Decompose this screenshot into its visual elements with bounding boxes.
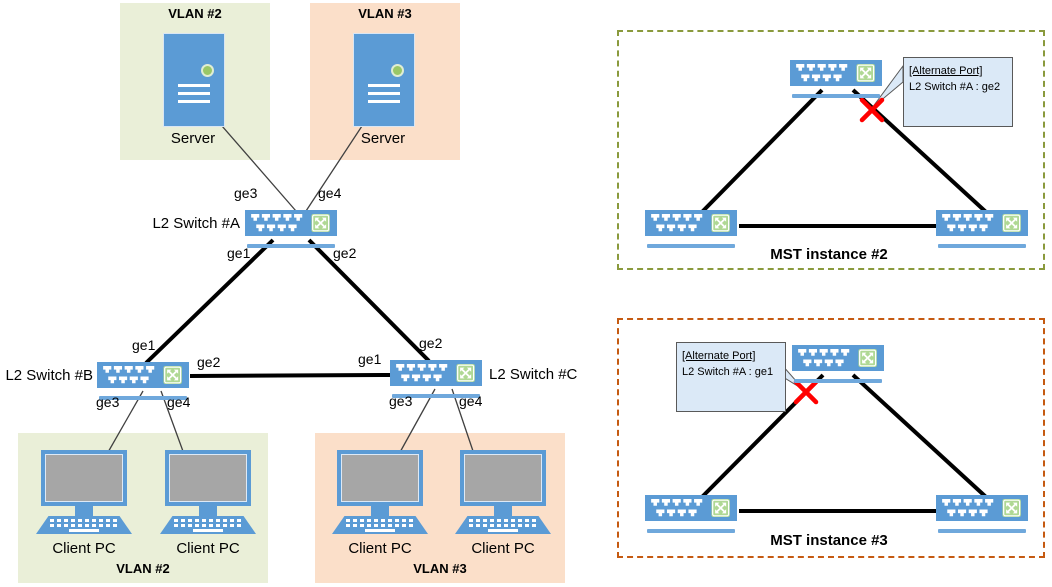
callout-title: [Alternate Port] — [682, 350, 756, 362]
mst3-right-switch-icon — [936, 495, 1028, 533]
server-led-icon — [201, 64, 214, 77]
switch-base — [646, 529, 736, 533]
switch-b-port-ge4: ge4 — [167, 394, 191, 410]
mst2-title: MST instance #2 — [770, 246, 888, 263]
switch-b-port-ge2: ge2 — [197, 354, 221, 370]
vlan3-bottom-title: VLAN #3 — [413, 561, 467, 576]
mst3-top-switch-icon — [792, 345, 884, 383]
monitor-stand — [75, 506, 93, 516]
keyboard-icon — [160, 516, 256, 534]
client-pc-vlan2-2: Client PC — [160, 450, 256, 557]
callout-title: [Alternate Port] — [909, 65, 983, 77]
l2-switch-c-icon — [390, 360, 482, 398]
switch-face-icon — [792, 345, 884, 371]
server-vent — [178, 92, 210, 95]
client-pc-vlan2-1: Client PC — [36, 450, 132, 557]
monitor-stand — [494, 506, 512, 516]
mst3-left-switch-icon — [645, 495, 737, 533]
l2-switch-b-icon — [97, 362, 189, 400]
client-pc-vlan3-2: Client PC — [455, 450, 551, 557]
vlan2-top-title: VLAN #2 — [168, 6, 222, 21]
switch-base — [937, 244, 1027, 248]
monitor-icon — [337, 450, 423, 506]
server-label: Server — [170, 130, 216, 147]
switch-b-label: L2 Switch #B — [5, 367, 93, 384]
monitor-screen — [169, 454, 247, 502]
server-vent — [178, 84, 210, 87]
switch-base — [391, 394, 481, 398]
alternate-port-callout-mst2: [Alternate Port] L2 Switch #A : ge2 — [903, 57, 1013, 127]
client-pc-vlan3-1: Client PC — [332, 450, 428, 557]
server-label: Server — [360, 130, 406, 147]
server-vent — [368, 84, 400, 87]
switch-a-port-ge1: ge1 — [227, 245, 251, 261]
l2-switch-a-icon — [245, 210, 337, 248]
mst3-title: MST instance #3 — [770, 532, 888, 549]
monitor-icon — [460, 450, 546, 506]
monitor-screen — [45, 454, 123, 502]
monitor-stand — [199, 506, 217, 516]
client-pc-label: Client PC — [348, 540, 412, 557]
client-pc-label: Client PC — [176, 540, 240, 557]
switch-face-icon — [645, 495, 737, 521]
callout-detail: L2 Switch #A : ge1 — [682, 365, 774, 378]
vlan2-bottom-title: VLAN #2 — [116, 561, 170, 576]
client-pc-label: Client PC — [52, 540, 116, 557]
switch-b-port-ge3: ge3 — [96, 394, 120, 410]
client-pc-label: Client PC — [471, 540, 535, 557]
vlan3-top-title: VLAN #3 — [358, 6, 412, 21]
server-vent — [368, 100, 400, 103]
callout-detail: L2 Switch #A : ge2 — [909, 80, 1001, 93]
switch-face-icon — [97, 362, 189, 388]
server-icon — [163, 33, 225, 127]
switch-face-icon — [936, 210, 1028, 236]
switch-face-icon — [245, 210, 337, 236]
server-icon — [353, 33, 415, 127]
switch-face-icon — [645, 210, 737, 236]
mst2-right-switch-icon — [936, 210, 1028, 248]
alternate-port-callout-mst3: [Alternate Port] L2 Switch #A : ge1 — [676, 342, 786, 412]
switch-a-port-ge4: ge4 — [318, 185, 342, 201]
server-vent — [368, 92, 400, 95]
keyboard-icon — [36, 516, 132, 534]
switch-base — [791, 94, 881, 98]
mst2-left-switch-icon — [645, 210, 737, 248]
switch-c-port-ge3: ge3 — [389, 393, 413, 409]
server-vlan3: Server — [353, 33, 415, 147]
monitor-stand — [371, 506, 389, 516]
monitor-icon — [165, 450, 251, 506]
switch-face-icon — [790, 60, 882, 86]
switch-base — [246, 244, 336, 248]
server-led-icon — [391, 64, 404, 77]
monitor-icon — [41, 450, 127, 506]
keyboard-icon — [332, 516, 428, 534]
switch-base — [937, 529, 1027, 533]
switch-a-label: L2 Switch #A — [152, 215, 240, 232]
switch-base — [646, 244, 736, 248]
switch-a-port-ge3: ge3 — [234, 185, 258, 201]
switch-c-label: L2 Switch #C — [489, 366, 578, 383]
server-vlan2: Server — [163, 33, 225, 147]
server-vent — [178, 100, 210, 103]
monitor-screen — [341, 454, 419, 502]
switch-b-port-ge1: ge1 — [132, 337, 156, 353]
switch-c-port-ge1: ge1 — [358, 351, 382, 367]
switch-base — [98, 396, 188, 400]
blocked-port-x-mst3 — [793, 379, 819, 405]
switch-face-icon — [390, 360, 482, 386]
switch-face-icon — [936, 495, 1028, 521]
switch-base — [793, 379, 883, 383]
switch-a-port-ge2: ge2 — [333, 245, 357, 261]
monitor-screen — [464, 454, 542, 502]
mst2-top-switch-icon — [790, 60, 882, 98]
blocked-port-x-mst2 — [859, 97, 885, 123]
switch-c-port-ge2: ge2 — [419, 335, 443, 351]
keyboard-icon — [455, 516, 551, 534]
switch-c-port-ge4: ge4 — [459, 393, 483, 409]
